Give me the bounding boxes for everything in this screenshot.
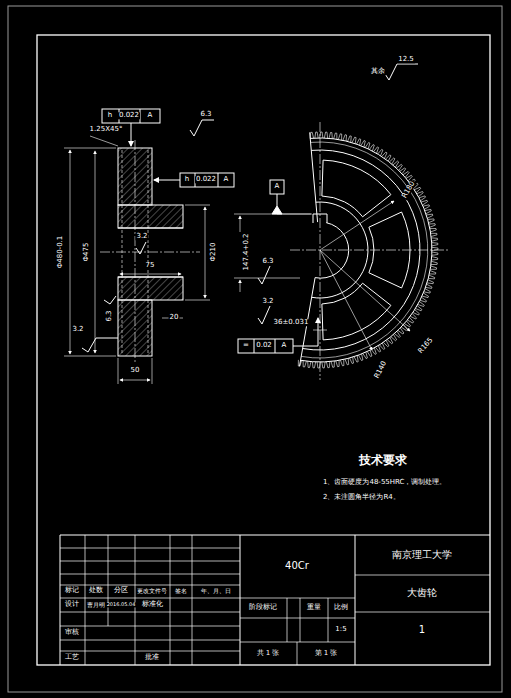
drawing-label: 2、未注圆角半径为R4。 (322, 494, 401, 501)
drawing-label: Φ480-0.1 (57, 235, 64, 270)
drawing-label: 南京理工大学 (391, 550, 453, 561)
drawing-label: 1.25X45° (89, 126, 124, 133)
drawing-label: A (223, 176, 230, 183)
drawing-label: 2016.05.04 (106, 602, 137, 607)
drawing-label: 其余 (370, 68, 386, 75)
drawing-label: 20 (169, 314, 180, 321)
drawing-label: = (242, 342, 250, 349)
drawing-label: 0.022 (195, 176, 217, 183)
drawing-label: 年、月、日 (200, 588, 232, 594)
drawing-label: 审核 (64, 629, 80, 636)
drawing-label: 比例 (333, 604, 349, 611)
drawing-label: h (184, 176, 190, 183)
drawing-label: 曹月明 (86, 602, 106, 608)
drawing-label: A (274, 183, 281, 190)
drawing-label: 批准 (144, 654, 160, 661)
drawing-label: 6.3 (199, 111, 212, 118)
drawing-label: 3.2 (71, 326, 84, 333)
drawing-label: 签名 (174, 588, 188, 594)
drawing-label: A (281, 342, 288, 349)
drawing-label: Φ210 (210, 242, 217, 263)
drawing-label: 50 (130, 367, 141, 374)
drawing-label: 技术要求 (358, 454, 408, 467)
drawing-label: 1、齿面硬度为48-55HRC，调制处理。 (322, 479, 447, 486)
drawing-label: 工艺 (64, 654, 80, 661)
drawing-label: 12.5 (397, 56, 415, 63)
drawing-label: 0.02 (255, 342, 273, 349)
drawing-label: 大齿轮 (406, 588, 438, 599)
drawing-label: Φ475 (83, 242, 90, 263)
drawing-label: R140 (373, 359, 389, 380)
drawing-label: 75 (145, 262, 156, 269)
drawing-label: 共 1 张 (256, 650, 281, 657)
drawing-label: h (107, 112, 113, 119)
drawing-label: 36±0.031 (273, 319, 310, 326)
drawing-label: 6.3 (106, 309, 113, 322)
drawing-label: 重量 (306, 604, 322, 611)
drawing-label: 3.2 (135, 233, 148, 240)
drawing-label: 147.4+0.2 (243, 232, 250, 271)
drawing-label: A (147, 112, 154, 119)
drawing-label: 分区 (113, 587, 129, 594)
drawing-label: 设计 (64, 601, 80, 608)
drawing-label: 标记 (64, 587, 80, 594)
drawing-label: 更改文件号 (136, 588, 168, 594)
drawing-label: 处数 (88, 587, 104, 594)
drawing-label: 1 (418, 625, 426, 636)
drawing-label: 3.2 (261, 298, 274, 305)
drawing-label: 40Cr (284, 561, 310, 572)
drawing-label: 第 1 张 (314, 650, 339, 657)
drawing-label: 0.022 (118, 112, 140, 119)
drawing-label: 6.3 (261, 258, 274, 265)
drawing-label: 1:5 (334, 626, 347, 633)
drawing-label: 阶段标记 (248, 604, 278, 611)
drawing-label: 标准化 (141, 601, 164, 608)
drawing-label: R165 (417, 336, 436, 356)
